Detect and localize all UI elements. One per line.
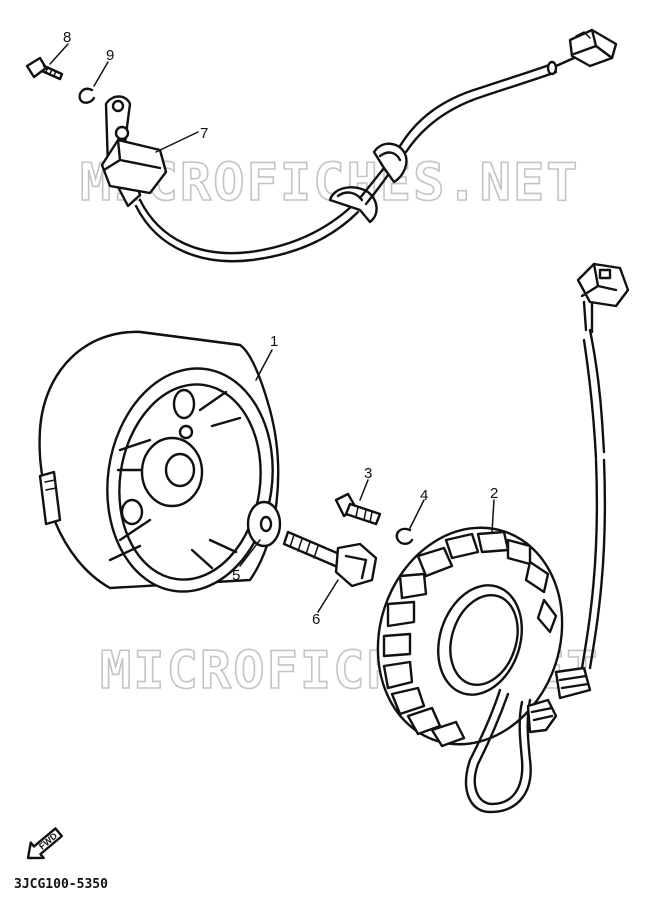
callout-9[interactable]: 9 xyxy=(106,47,114,64)
callout-1[interactable]: 1 xyxy=(270,333,278,350)
callout-8[interactable]: 8 xyxy=(63,29,71,46)
part-8-screw[interactable] xyxy=(25,56,64,81)
part-2-stator-assembly[interactable] xyxy=(350,262,630,814)
callout-4[interactable]: 4 xyxy=(420,487,428,504)
part-3-screw[interactable] xyxy=(334,492,382,526)
diagram-code: 3JCG100-5350 xyxy=(14,877,108,892)
callout-6[interactable]: 6 xyxy=(312,611,320,628)
leader-lines xyxy=(49,43,495,613)
callout-7[interactable]: 7 xyxy=(200,125,208,142)
part-9-clip-washer[interactable] xyxy=(78,87,96,104)
callout-5[interactable]: 5 xyxy=(232,567,240,584)
forward-direction-arrow: FWD xyxy=(26,827,64,860)
callout-3[interactable]: 3 xyxy=(364,465,372,482)
part-1-rotor-assembly[interactable] xyxy=(38,330,287,602)
part-7-pickup-coil[interactable] xyxy=(100,28,618,263)
part-4-clip[interactable] xyxy=(395,527,414,545)
callout-2[interactable]: 2 xyxy=(490,485,498,502)
part-6-bolt[interactable] xyxy=(282,530,378,588)
part-5-washer[interactable] xyxy=(246,500,282,548)
